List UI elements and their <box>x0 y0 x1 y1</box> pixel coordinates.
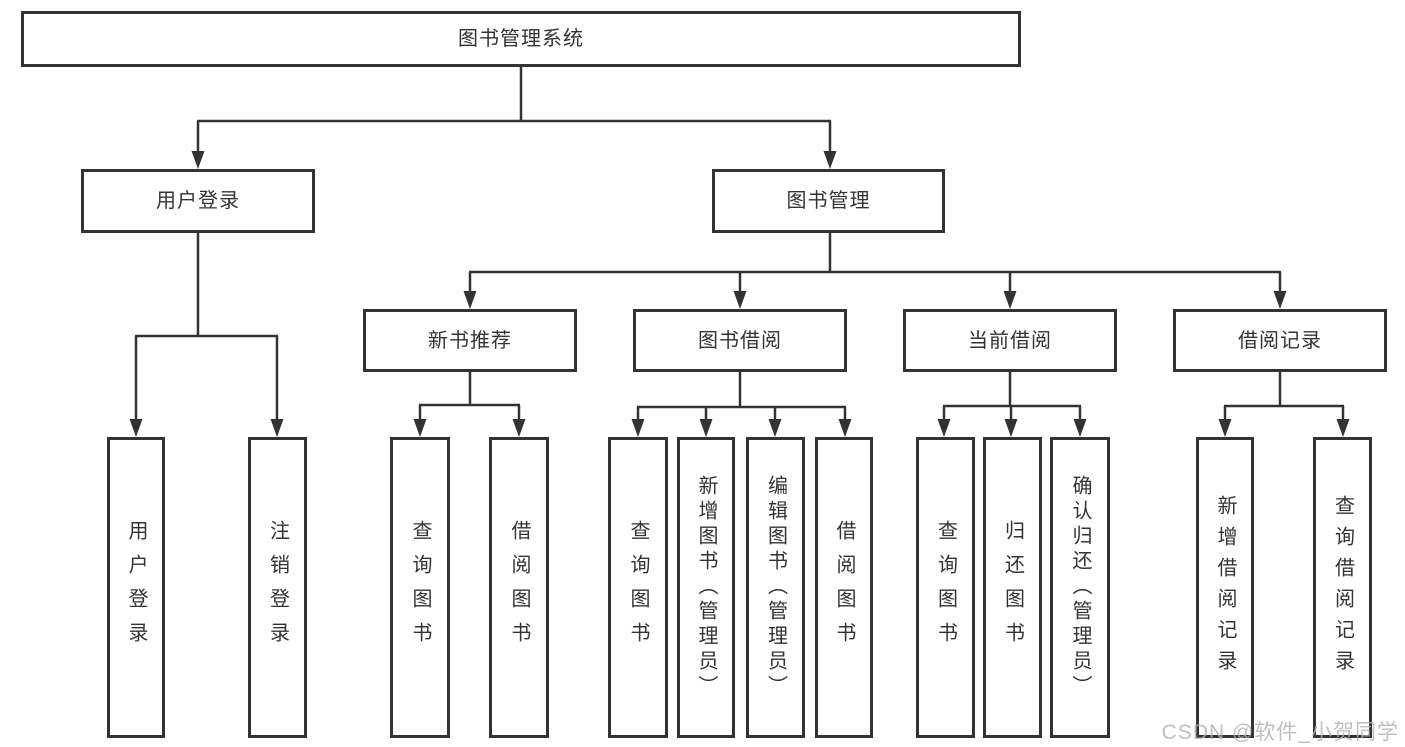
connector-book-borrow-children <box>636 372 847 421</box>
leaf-query-borrow-record: 查询借阅记录 <box>1313 437 1372 738</box>
node-label: 注销登录 <box>266 519 289 656</box>
node-label: 借阅图书 <box>833 519 855 656</box>
leaf-return-books: 归还图书 <box>983 437 1042 738</box>
node-label: 用户登录 <box>156 190 240 212</box>
node-book-borrow: 图书借阅 <box>633 309 847 372</box>
leaf-borrow-books: 借阅图书 <box>815 437 873 738</box>
node-label: 新增图书（管理员） <box>695 475 717 700</box>
node-label: 查询图书 <box>627 519 649 656</box>
node-label: 编辑图书（管理员） <box>764 475 787 700</box>
node-label: 用户登录 <box>125 519 147 656</box>
node-label: 图书借阅 <box>698 329 782 352</box>
node-label: 查询借阅记录 <box>1331 494 1354 681</box>
node-new-book-recommend: 新书推荐 <box>363 309 577 372</box>
node-label: 查询图书 <box>934 519 957 656</box>
connector-user-login-children <box>134 233 279 421</box>
leaf-borrow-books-recommend: 借阅图书 <box>489 437 549 738</box>
leaf-query-books-recommend: 查询图书 <box>390 437 450 738</box>
connector-new-book-children <box>418 372 521 421</box>
node-label: 确认归还（管理员） <box>1069 475 1091 700</box>
leaf-add-borrow-record: 新增借阅记录 <box>1196 437 1254 738</box>
node-label: 借阅图书 <box>508 519 530 656</box>
leaf-query-books-current: 查询图书 <box>916 437 975 738</box>
arrowheads <box>129 151 1350 437</box>
connector-borrow-records-children <box>1223 372 1345 421</box>
leaf-user-login: 用户登录 <box>107 437 165 738</box>
connector-root-to-level2 <box>196 67 832 153</box>
node-label: 查询图书 <box>409 519 431 656</box>
node-book-management: 图书管理 <box>712 169 945 233</box>
leaf-logout: 注销登录 <box>248 437 307 738</box>
connector-current-borrow-children <box>942 372 1082 421</box>
node-label: 新书推荐 <box>428 329 512 352</box>
node-label: 新增借阅记录 <box>1214 494 1236 681</box>
node-current-borrow: 当前借阅 <box>903 309 1117 372</box>
connector-book-management-children <box>468 233 1282 293</box>
node-label: 图书管理 <box>786 190 871 212</box>
node-borrow-records: 借阅记录 <box>1173 309 1387 372</box>
node-library-management-system: 图书管理系统 <box>21 11 1021 67</box>
node-user-login: 用户登录 <box>81 169 315 233</box>
node-label: 借阅记录 <box>1238 329 1322 352</box>
node-label: 当前借阅 <box>968 329 1052 352</box>
leaf-add-book-admin: 新增图书（管理员） <box>677 437 735 738</box>
csdn-watermark: CSDN @软件_小贺同学 <box>1161 721 1399 744</box>
node-label: 图书管理系统 <box>458 28 584 50</box>
node-label: 归还图书 <box>1001 519 1024 656</box>
leaf-query-books-borrow: 查询图书 <box>608 437 668 738</box>
leaf-confirm-return-admin: 确认归还（管理员） <box>1050 437 1110 738</box>
leaf-edit-book-admin: 编辑图书（管理员） <box>746 437 805 738</box>
